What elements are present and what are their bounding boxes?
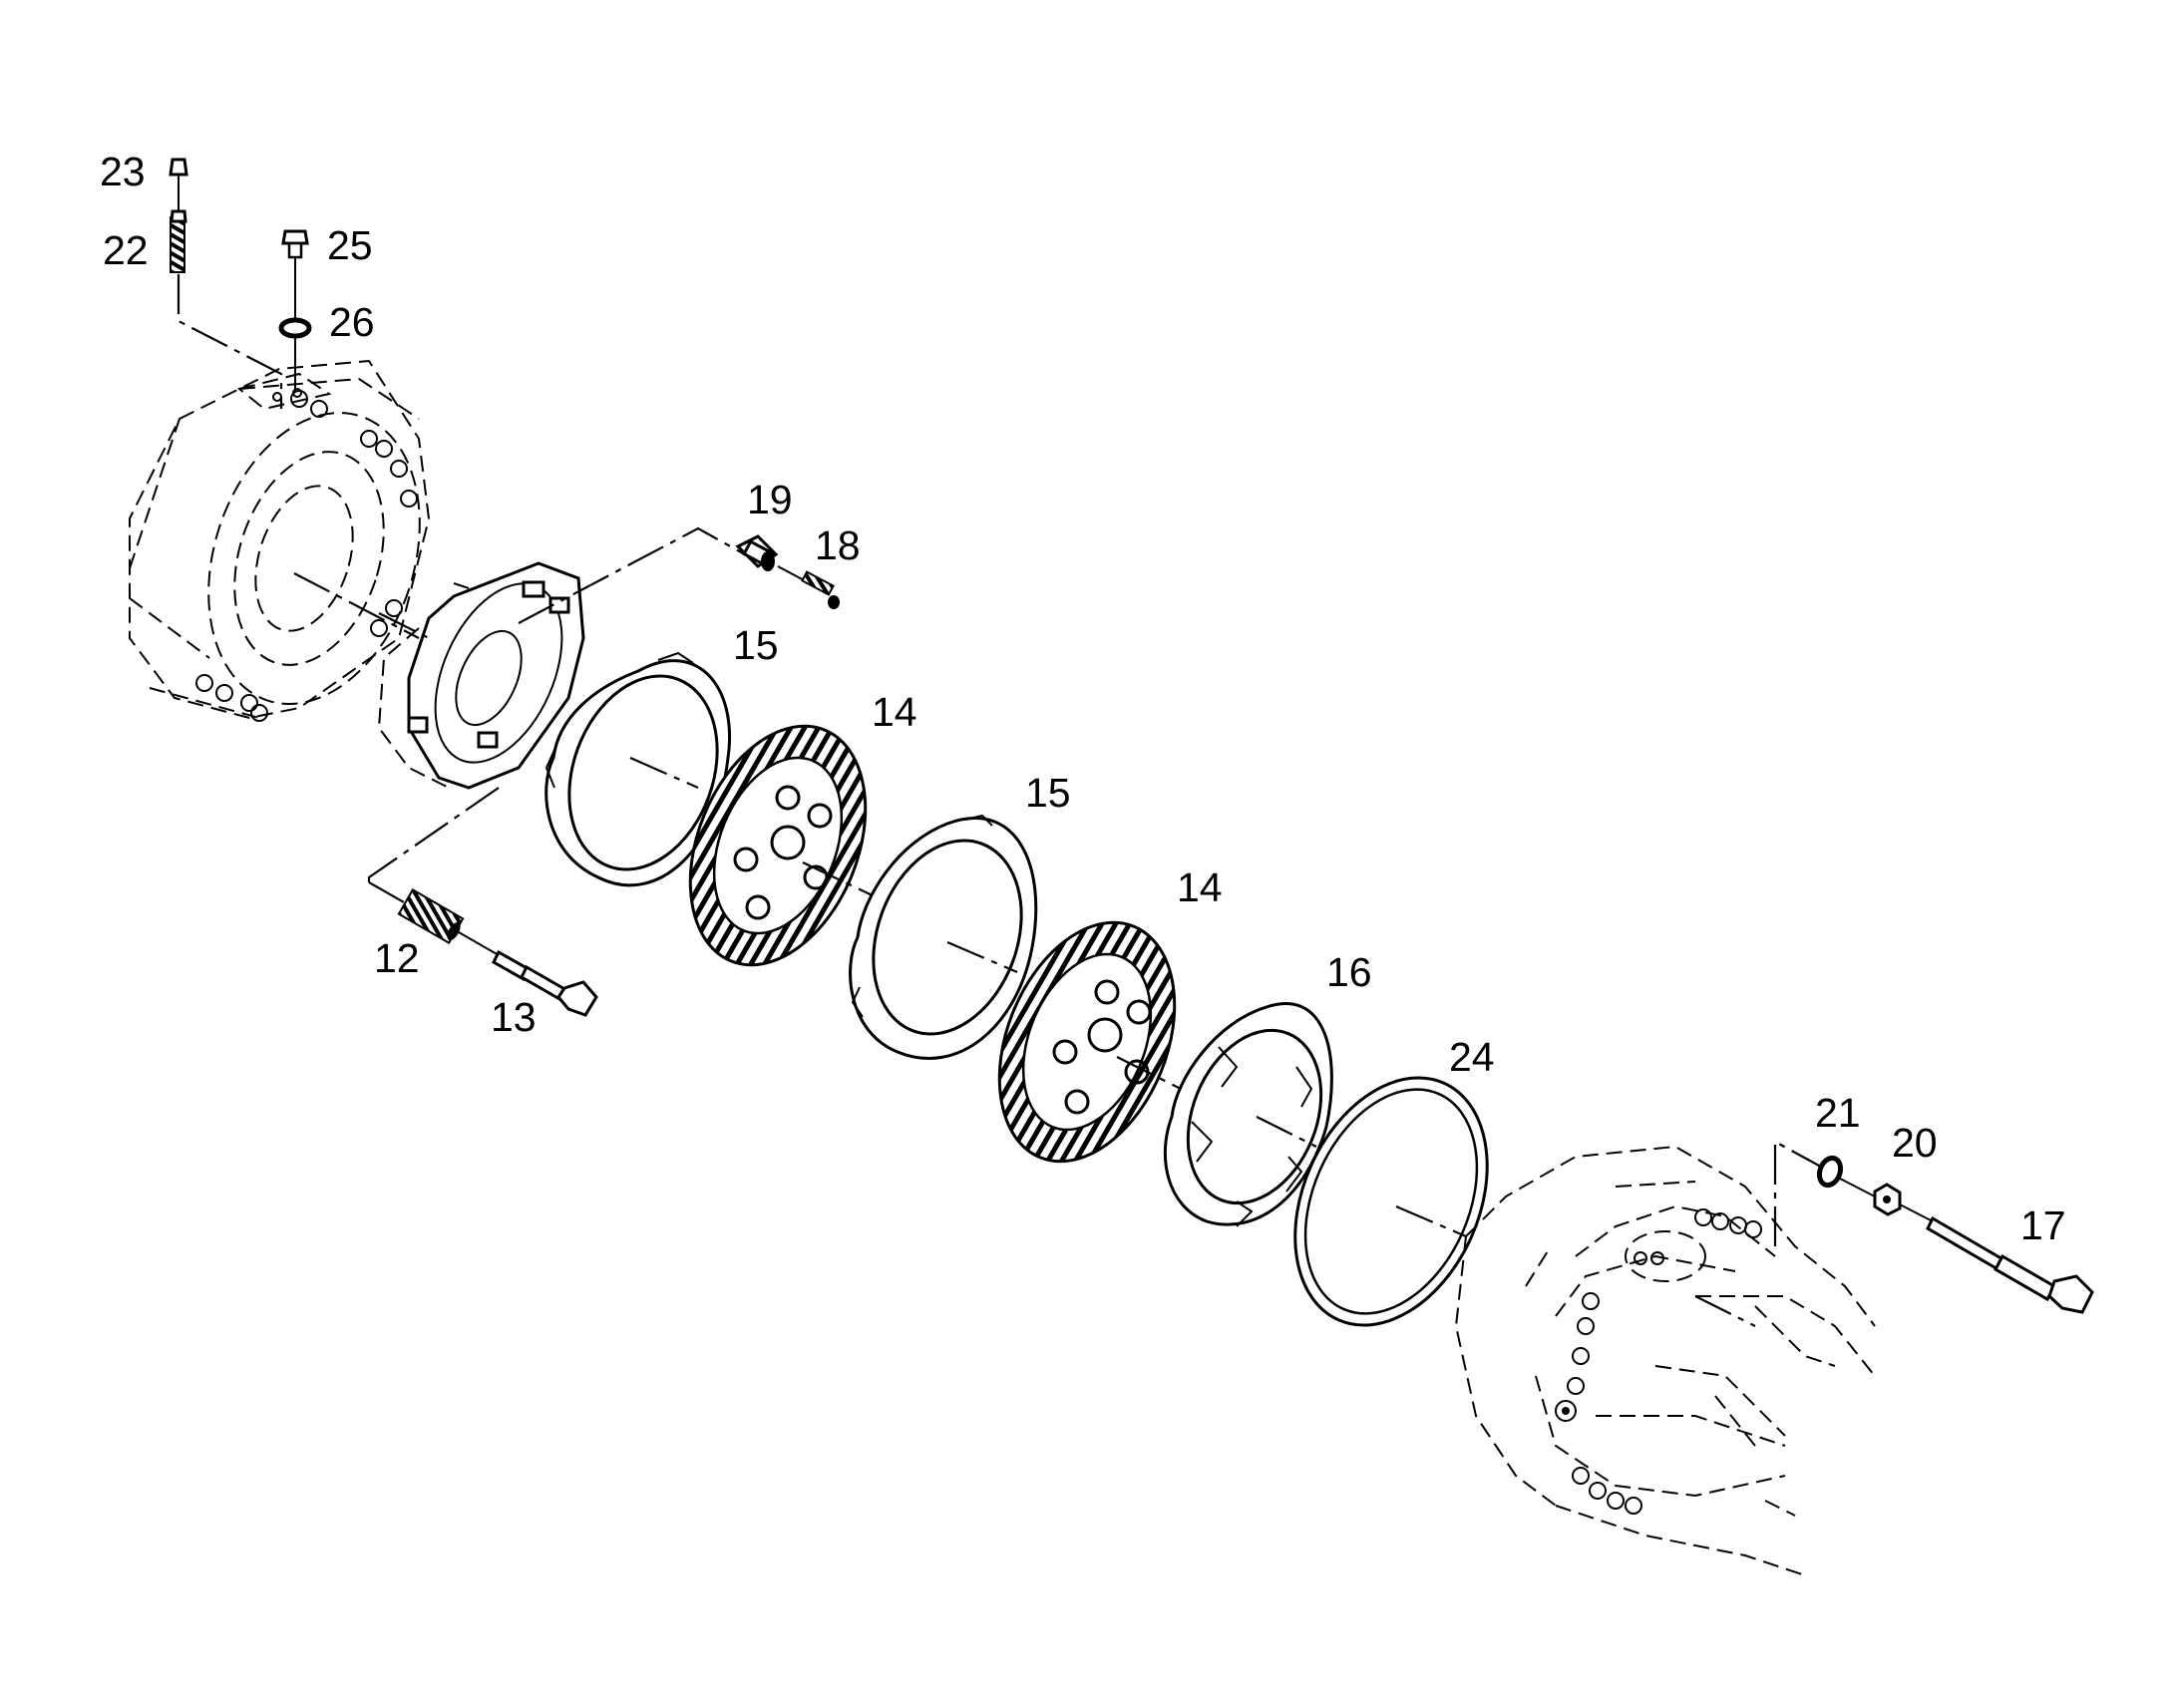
callout-labels: 23 22 25 26 19 18 15 14 15 14 16 24 12 1… (100, 149, 2066, 1248)
callout-17: 17 (2020, 1202, 2066, 1248)
callout-18: 18 (815, 522, 861, 568)
retainer-ring-16 (1164, 1002, 1333, 1227)
callout-14: 14 (872, 689, 917, 735)
callout-20: 20 (1892, 1120, 1938, 1166)
seal-ring-26 (278, 317, 312, 339)
steel-plate-15-a (545, 651, 731, 887)
callout-23: 23 (100, 149, 146, 194)
callout-26: 26 (329, 299, 375, 345)
steel-plate-15-b (849, 814, 1038, 1060)
ring-24 (1293, 1076, 1489, 1327)
brake-housing (129, 359, 431, 722)
bleeder-cap-23 (169, 158, 188, 217)
washer-21 (1816, 1155, 1844, 1189)
callout-25: 25 (327, 222, 373, 268)
callout-15: 15 (733, 622, 779, 668)
bolt-13 (492, 949, 598, 1017)
housing-bolt-holes (195, 390, 418, 722)
callout-19: 19 (747, 477, 793, 522)
bleeder-screw-22 (170, 209, 187, 273)
brake-piston (377, 561, 585, 790)
screw-18 (801, 570, 840, 609)
friction-disc-14-b (997, 920, 1177, 1164)
sleeve-19 (735, 534, 779, 571)
axle-housing-bolts (1567, 1208, 1762, 1515)
friction-disc-14-a (688, 724, 868, 967)
callout-12: 12 (374, 935, 420, 981)
nut-20 (1873, 1183, 1902, 1216)
callout-13: 13 (491, 994, 537, 1040)
callout-16: 16 (1326, 949, 1372, 995)
spring-12 (397, 888, 465, 944)
callout-21: 21 (1815, 1090, 1861, 1136)
callout-22: 22 (103, 227, 149, 273)
bolt-17 (1926, 1215, 2094, 1314)
plug-screw-25 (281, 229, 309, 259)
callout-14: 14 (1177, 864, 1223, 910)
axle-housing (1454, 1145, 1876, 1576)
callout-15: 15 (1025, 770, 1071, 816)
callout-24: 24 (1449, 1034, 1495, 1080)
